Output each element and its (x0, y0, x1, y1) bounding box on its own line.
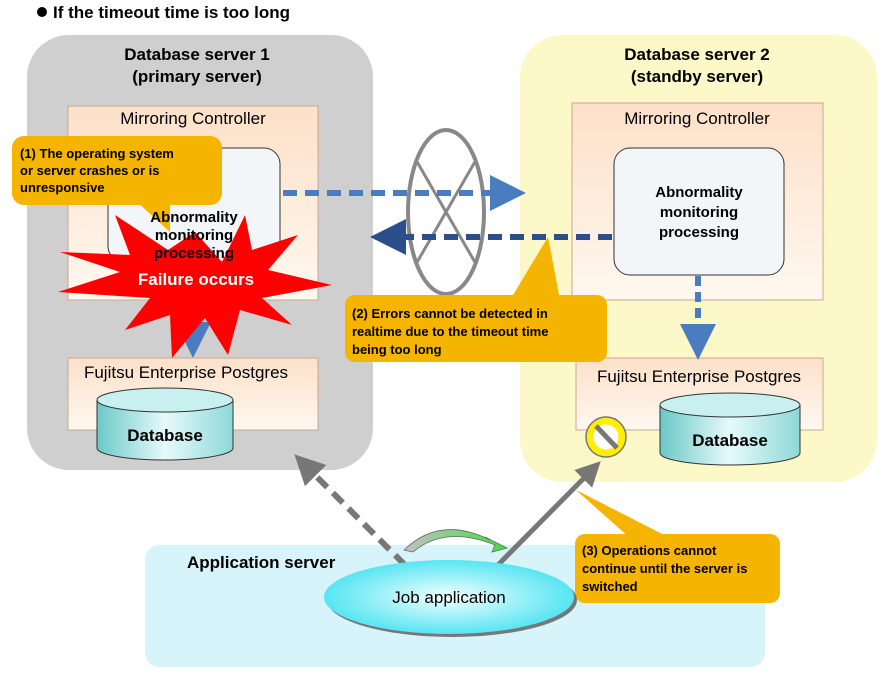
failure-label: Failure occurs (138, 270, 254, 289)
callout-2-line-2: realtime due to the timeout time (352, 324, 548, 339)
callout-1: (1) The operating system or server crash… (12, 136, 222, 232)
server1-subtitle: (primary server) (132, 67, 261, 86)
server2-postgres-label: Fujitsu Enterprise Postgres (597, 367, 801, 386)
server2-monitor-text-1: Abnormality (655, 184, 743, 201)
server1-monitor-text-1: Abnormality (150, 209, 238, 226)
server2-database-label: Database (692, 431, 768, 450)
server2-database-cylinder: Database (659, 392, 801, 466)
callout-2-line-3: being too long (352, 342, 442, 357)
switch-arrow-icon (403, 529, 509, 553)
callout-1-line-2: or server crashes or is (20, 163, 159, 178)
bullet-icon (37, 7, 47, 17)
callout-3: (3) Operations cannot continue until the… (575, 490, 780, 603)
application-server-title: Application server (187, 553, 336, 572)
server1-database-cylinder: Database (96, 387, 234, 461)
app-to-server2-arrow (493, 461, 601, 570)
callout-2: (2) Errors cannot be detected in realtim… (345, 237, 607, 362)
server1-mirroring-label: Mirroring Controller (120, 109, 266, 128)
app-to-server1-arrow (294, 454, 408, 568)
server1-database-label: Database (127, 426, 203, 445)
server2-title: Database server 2 (624, 45, 770, 64)
server2-monitor-text-2: monitoring (660, 204, 738, 221)
prohibited-icon (585, 416, 627, 458)
server2-monitor-text-3: processing (659, 224, 739, 241)
callout-3-line-2: continue until the server is (582, 561, 747, 576)
server1-monitor-text-3: processing (154, 245, 234, 262)
callout-3-line-1: (3) Operations cannot (582, 543, 717, 558)
callout-1-line-1: (1) The operating system (20, 146, 174, 161)
server2-mirroring-label: Mirroring Controller (624, 109, 770, 128)
heading: If the timeout time is too long (53, 3, 290, 22)
callout-1-line-3: unresponsive (20, 180, 105, 195)
server2-monitoring-box (613, 147, 785, 276)
job-application[interactable]: Job application (324, 560, 577, 637)
job-application-label: Job application (392, 588, 505, 607)
server2-subtitle: (standby server) (631, 67, 763, 86)
network-disconnected-icon (406, 128, 486, 296)
server1-monitor-text-2: monitoring (155, 227, 233, 244)
failure-burst-icon: Failure occurs (58, 215, 332, 358)
callout-2-line-1: (2) Errors cannot be detected in (352, 306, 548, 321)
server1-title: Database server 1 (124, 45, 270, 64)
callout-3-line-3: switched (582, 579, 638, 594)
server1-postgres-label: Fujitsu Enterprise Postgres (84, 363, 288, 382)
